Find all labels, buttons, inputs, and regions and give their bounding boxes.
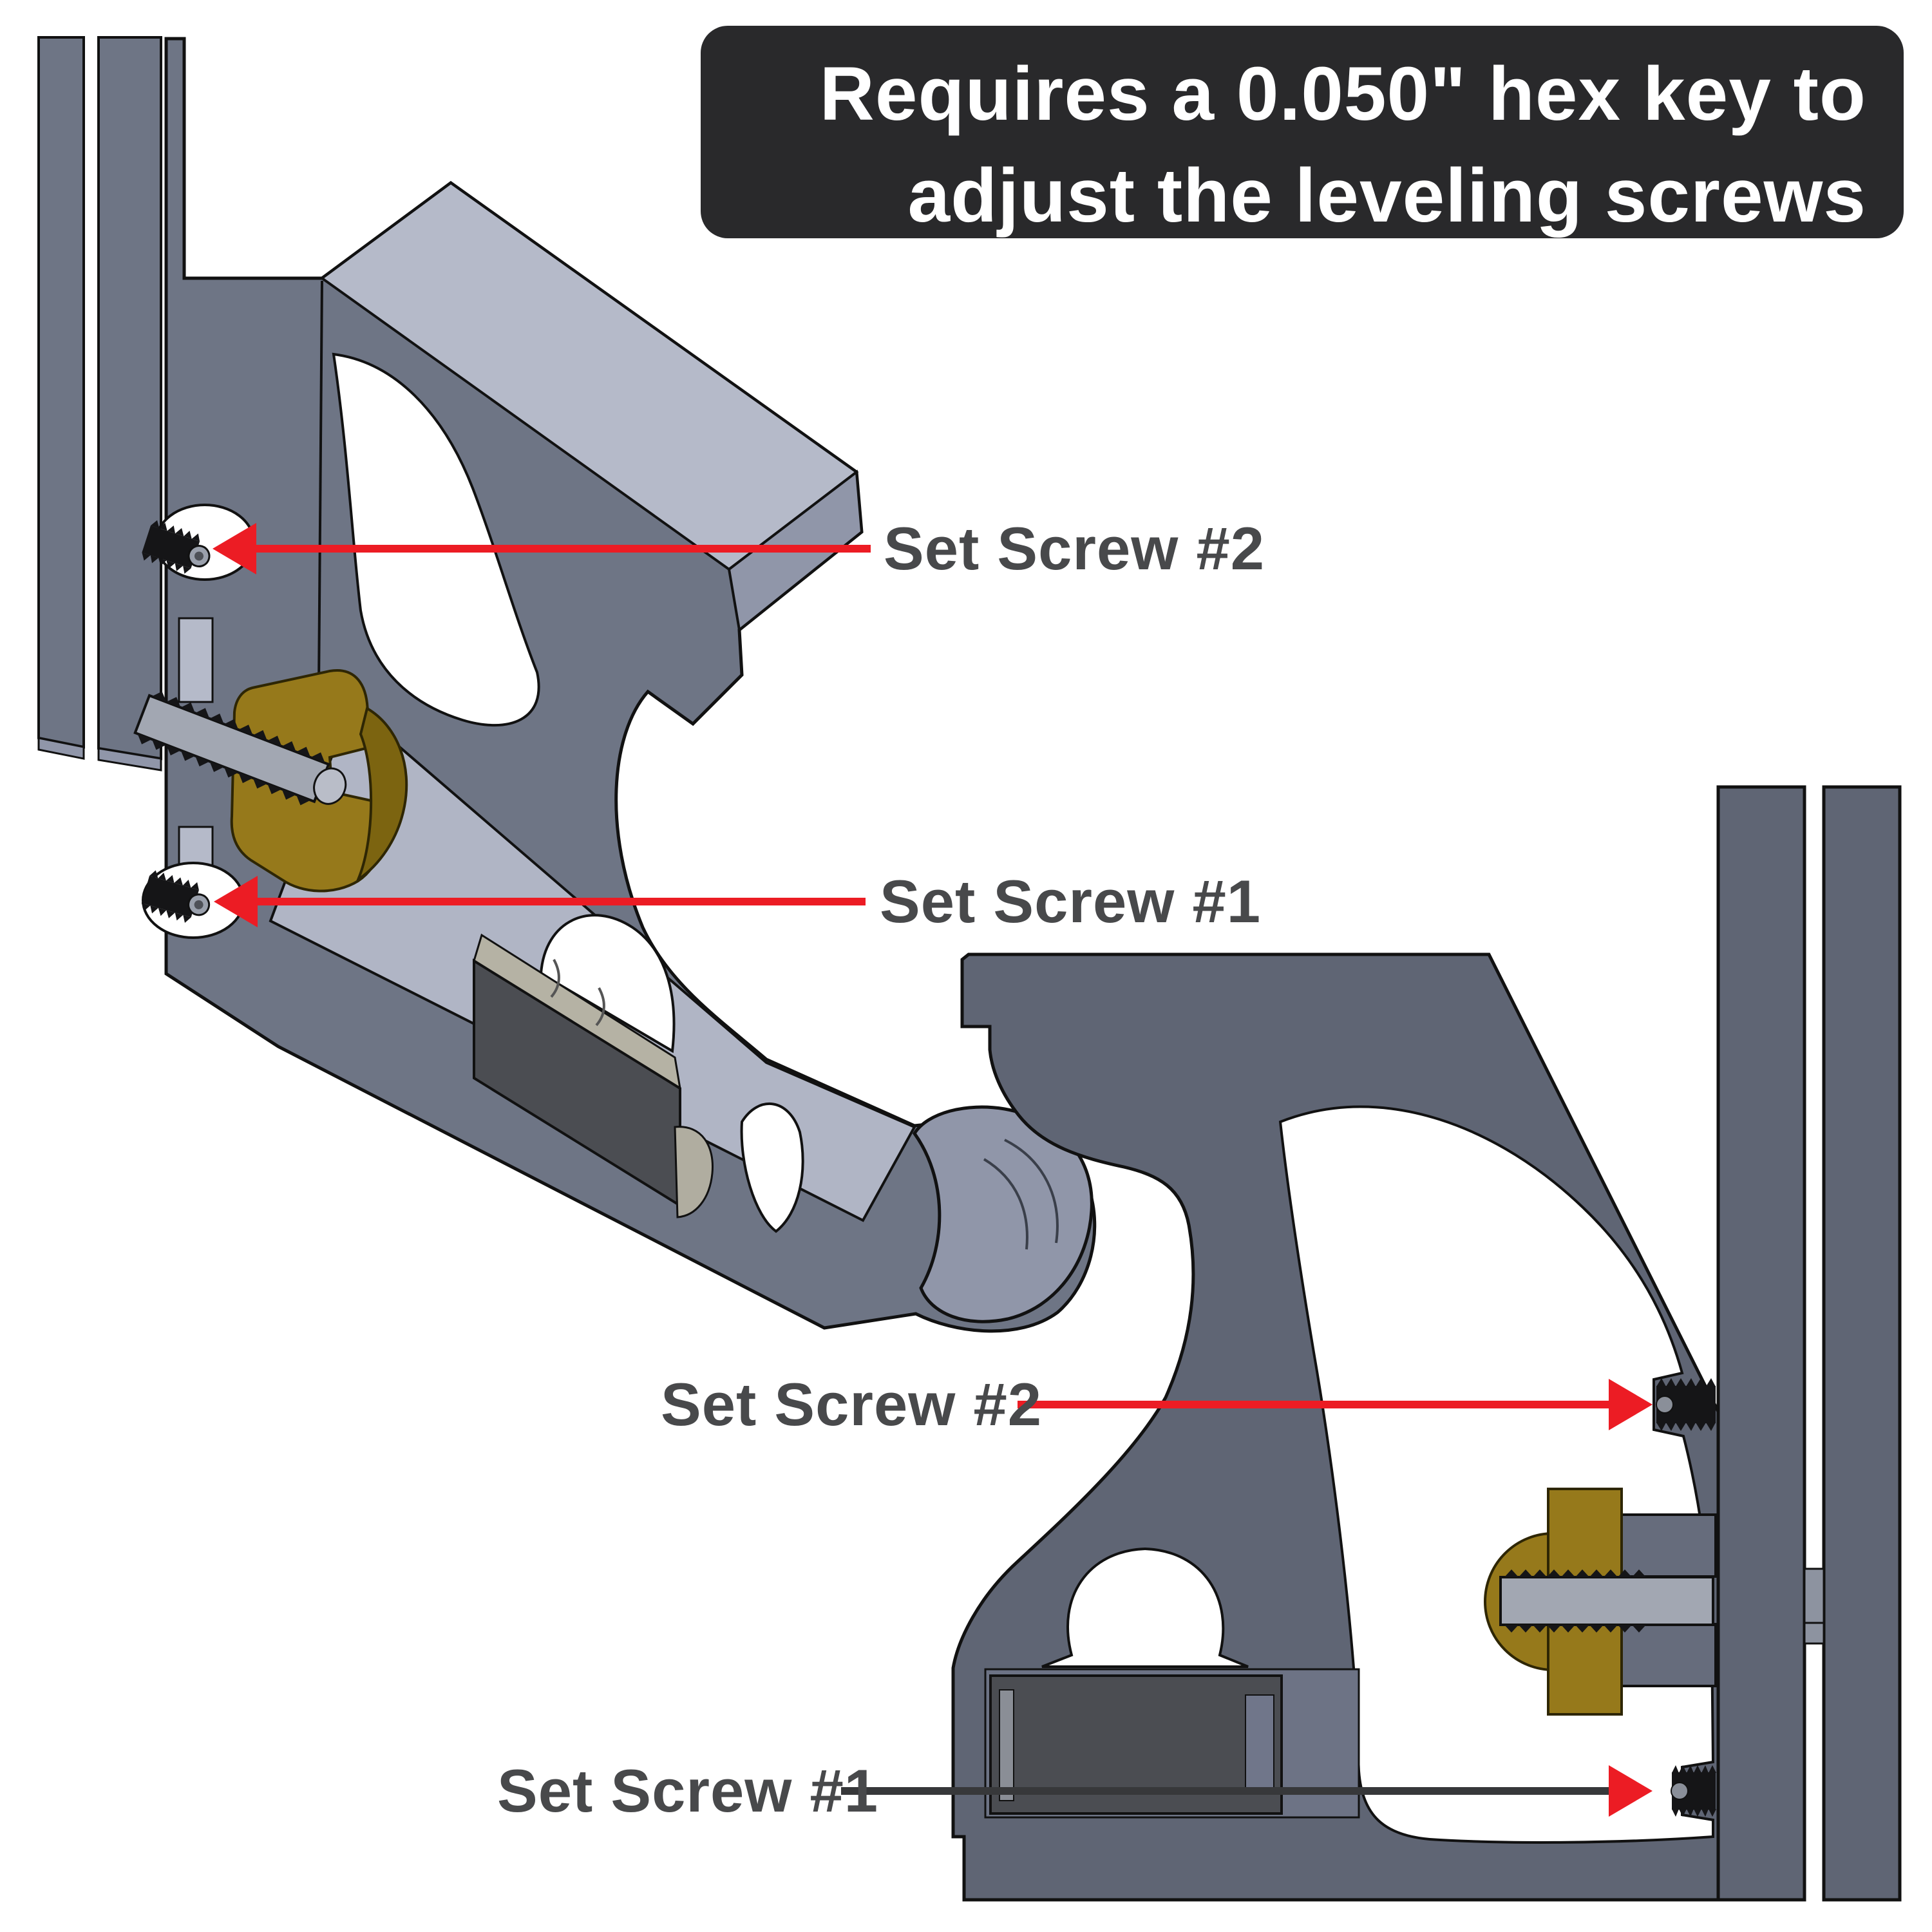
brass-nut-cylinder xyxy=(355,706,408,884)
ruler-blade-section xyxy=(1716,785,1902,1902)
cutout-end-crescent xyxy=(740,1102,804,1233)
arrow-section-set-screw-2 xyxy=(1018,1379,1653,1430)
set-screw-threads xyxy=(1656,1378,1716,1387)
slot-window-lower xyxy=(178,826,214,869)
set-screw-threads xyxy=(1672,1809,1716,1817)
rail-end-cap xyxy=(912,1105,1094,1323)
set-screw-threads xyxy=(151,520,200,542)
set-screw-socket xyxy=(1671,1782,1689,1800)
title-banner: Requires a 0.050" hex key to adjust the … xyxy=(701,26,1904,238)
bolt-boss-upper xyxy=(1619,1513,1717,1578)
banner-line-2: adjust the leveling screws xyxy=(907,153,1866,238)
blade-bar-right xyxy=(97,36,162,761)
label-section-set-screw-2: Set Screw #2 xyxy=(661,1370,1043,1438)
bolt-boss-lower xyxy=(1619,1623,1717,1687)
blade-bottom-face-left xyxy=(37,737,85,760)
bolt-tip xyxy=(313,767,347,805)
arrow-section-set-screw-1 xyxy=(841,1765,1653,1817)
bolt-threads-bottom xyxy=(1504,1625,1646,1633)
vial-glass-marks xyxy=(550,959,605,1027)
arrow-iso-set-screw-2 xyxy=(213,523,871,574)
arrowhead-left-icon xyxy=(214,876,258,927)
arch-cutout xyxy=(1041,1547,1249,1668)
arrowhead-right-icon xyxy=(1609,1765,1653,1817)
set-screw-threads xyxy=(141,903,191,923)
clamp-bolt-iso xyxy=(133,691,347,806)
cutout-upper xyxy=(332,352,540,727)
blade-bottom-face-right xyxy=(97,747,162,772)
blade-bar-right xyxy=(1822,785,1902,1902)
set-screw-body xyxy=(142,526,200,569)
label-iso-set-screw-2: Set Screw #2 xyxy=(884,515,1265,582)
bolt-threads-top xyxy=(151,691,325,763)
arrow-iso-set-screw-1 xyxy=(214,876,866,927)
arrowhead-left-icon xyxy=(213,523,256,574)
label-section-set-screw-1: Set Screw #1 xyxy=(497,1757,879,1824)
set-screw-threads xyxy=(1672,1765,1716,1773)
vial-end-pocket xyxy=(674,1126,714,1218)
spirit-level-vial-iso xyxy=(473,933,714,1218)
end-cap-contours xyxy=(983,1139,1059,1250)
leader-arrows xyxy=(213,523,1653,1817)
blade-slot-block xyxy=(1803,1567,1825,1645)
set-screw-2-section xyxy=(1656,1378,1716,1431)
spirit-level-vial-section xyxy=(984,1668,1360,1819)
vial-end-tab-left xyxy=(999,1689,1014,1801)
bolt-shaft xyxy=(1499,1576,1714,1626)
set-screw-socket xyxy=(1656,1396,1674,1414)
hex-socket-icon xyxy=(194,551,204,561)
hex-socket-icon xyxy=(194,900,204,909)
set-screw-2-iso xyxy=(142,520,211,574)
set-screw-threads xyxy=(1656,1423,1716,1431)
arrowhead-right-icon xyxy=(1609,1379,1653,1430)
set-screw-threads xyxy=(149,870,199,891)
ruler-blade xyxy=(37,36,162,772)
bolt-threads-bottom xyxy=(137,734,311,806)
cutout-arch xyxy=(539,914,676,1054)
set-screw-body xyxy=(141,876,199,918)
set-screw-threads xyxy=(142,552,191,574)
slot-window-upper xyxy=(178,617,214,703)
clamp-bolt-section xyxy=(1499,1567,1825,1645)
blade-bar-left xyxy=(1716,785,1806,1902)
bolt-threads-top xyxy=(1504,1569,1646,1577)
section-view xyxy=(951,785,1902,1902)
set-screw-1-iso xyxy=(141,870,211,923)
set-screw-1-section xyxy=(1671,1765,1716,1817)
banner-line-1: Requires a 0.050" hex key to xyxy=(819,52,1866,137)
label-iso-set-screw-1: Set Screw #1 xyxy=(880,867,1262,935)
blade-bar-left xyxy=(37,36,85,749)
vial-end-tab-right xyxy=(1245,1694,1274,1792)
